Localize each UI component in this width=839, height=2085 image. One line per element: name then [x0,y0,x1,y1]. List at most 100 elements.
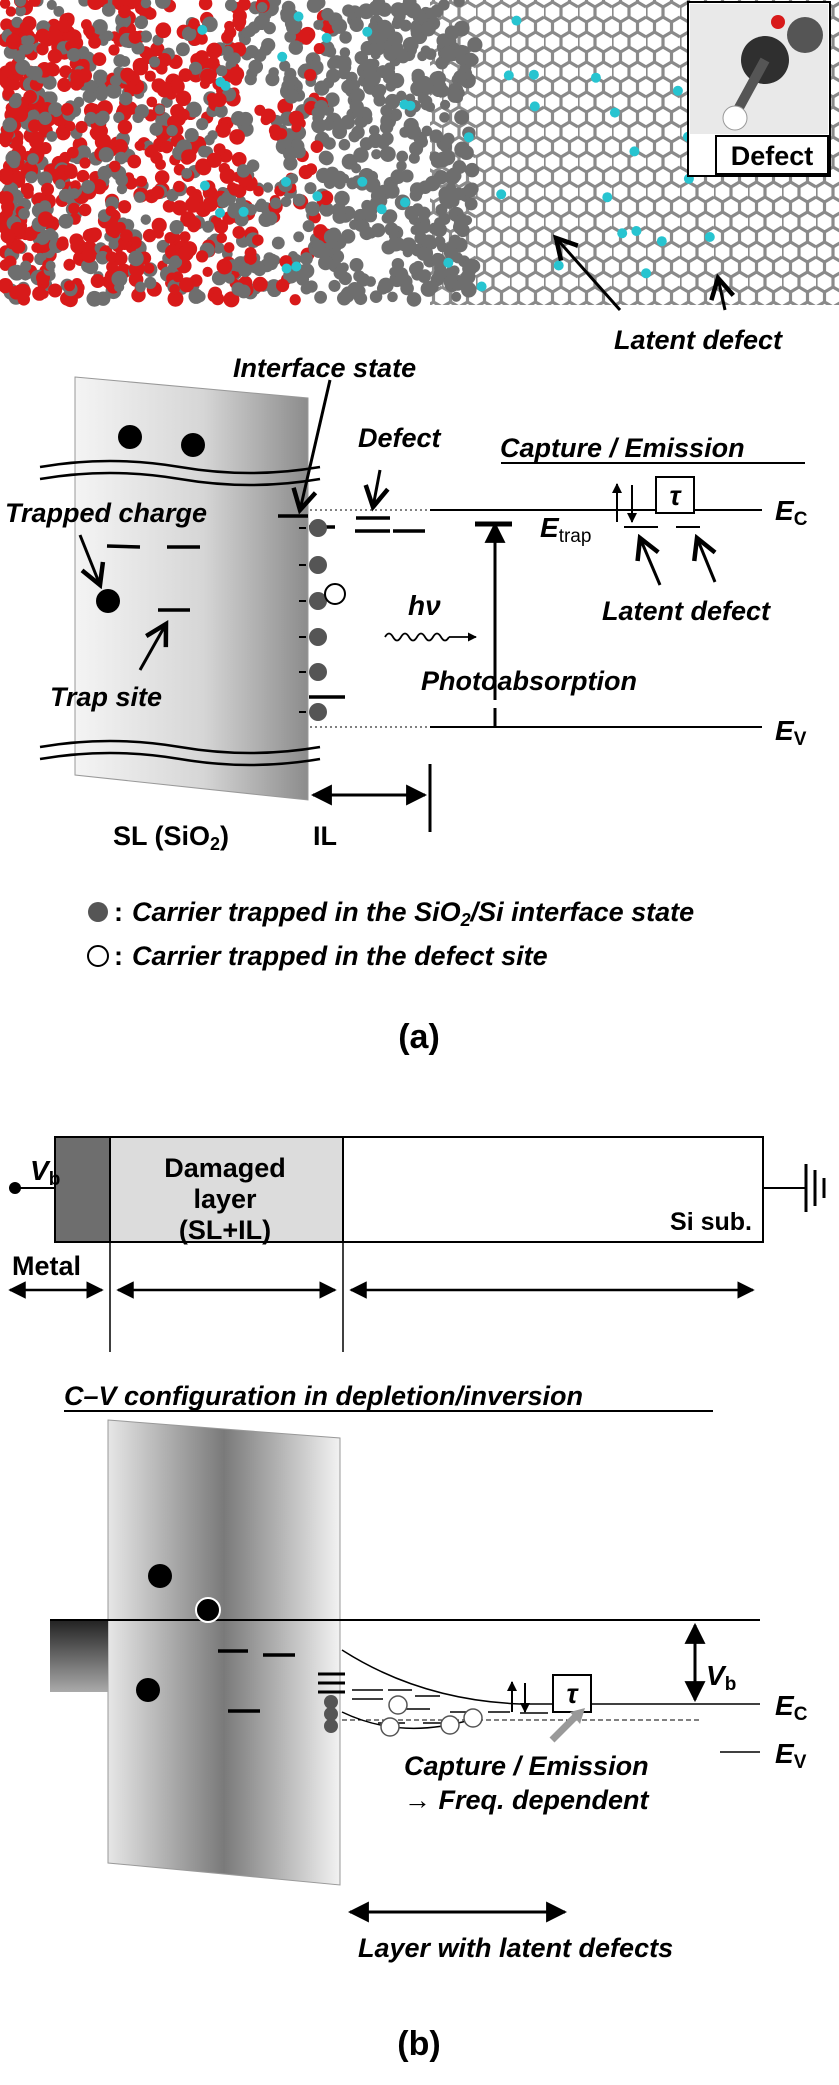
atom [268,67,279,78]
atom [617,228,628,239]
atom [120,229,133,242]
atom [298,165,313,180]
atom [282,146,298,162]
latent-defect-arrow-1 [556,238,622,311]
atom [349,258,364,272]
atom [151,217,167,234]
atom [214,104,228,118]
atom [590,72,601,83]
interface-carrier-dot [309,556,327,574]
atom [47,48,63,64]
trapped-charge-label: Trapped charge [5,498,207,528]
atom [108,160,121,173]
atom [134,15,149,30]
capture-line-2: → Freq. dependent [404,1785,650,1815]
atom [528,69,539,80]
atom [228,66,245,82]
ec-curve [341,1649,760,1705]
atom [351,163,362,174]
atom [213,143,226,156]
atom [304,68,317,82]
atom [253,14,269,31]
atom [263,211,278,226]
atom [263,252,276,264]
atom [148,56,161,68]
photon-wave-icon [384,632,450,642]
atom [369,58,380,69]
atom [0,259,12,271]
inset-o-atom-icon [771,15,785,29]
atom [15,59,31,75]
atom [313,19,324,30]
atom [503,70,514,81]
interface-state-label: Interface state [233,353,416,383]
atom [75,120,88,134]
atom [236,164,251,178]
atom [0,191,14,206]
legend-filled-dot-icon [88,902,108,922]
atom [64,280,75,292]
atom [220,80,231,91]
atom [14,0,27,7]
atom [11,136,24,149]
atom [179,277,195,293]
atom [252,276,268,292]
atom [20,182,34,196]
atom [384,183,400,199]
atom [181,26,197,42]
atom [318,190,334,206]
capture-emission-label: Capture / Emission [500,433,745,463]
atom [150,151,163,164]
atom [379,120,394,135]
band-diagram-a: τ [39,376,762,832]
atom [166,188,179,202]
atom [67,47,81,62]
interface-carrier-dot [324,1695,338,1709]
atom [175,90,192,107]
atom [31,242,42,253]
atom [135,281,146,293]
atom [134,104,150,119]
atom [83,259,99,275]
atom [400,197,410,208]
atom [371,85,385,100]
atom [331,18,348,34]
atom [367,132,384,149]
atom [440,45,456,62]
atom [704,232,715,242]
atom [293,11,304,22]
legend-open-text: Carrier trapped in the defect site [132,941,548,971]
atom [376,204,387,215]
atom [97,165,112,181]
atom [216,258,233,275]
inset-si-atom-icon [787,17,823,53]
atom [253,263,267,277]
atom [68,188,80,199]
atom [602,192,613,203]
atom [396,150,409,163]
atom [0,228,16,244]
atom [114,151,128,165]
atom [11,16,23,28]
atom [142,228,157,243]
atom [304,182,317,195]
atom [299,252,313,266]
atom [443,257,454,268]
atom [291,122,302,133]
atom [140,0,152,9]
damaged-layer [109,1136,344,1243]
atom [211,92,227,108]
atom [66,146,79,159]
atom [241,27,252,38]
latent-defect-top-label: Latent defect [614,325,783,355]
atom [115,173,128,187]
atom [215,122,231,138]
atom [424,175,441,192]
atom [56,238,69,251]
atom [439,112,450,123]
top-break-lines [39,459,321,487]
atom [229,129,245,145]
atom [380,146,396,162]
atom [0,0,11,9]
atom [369,290,383,303]
